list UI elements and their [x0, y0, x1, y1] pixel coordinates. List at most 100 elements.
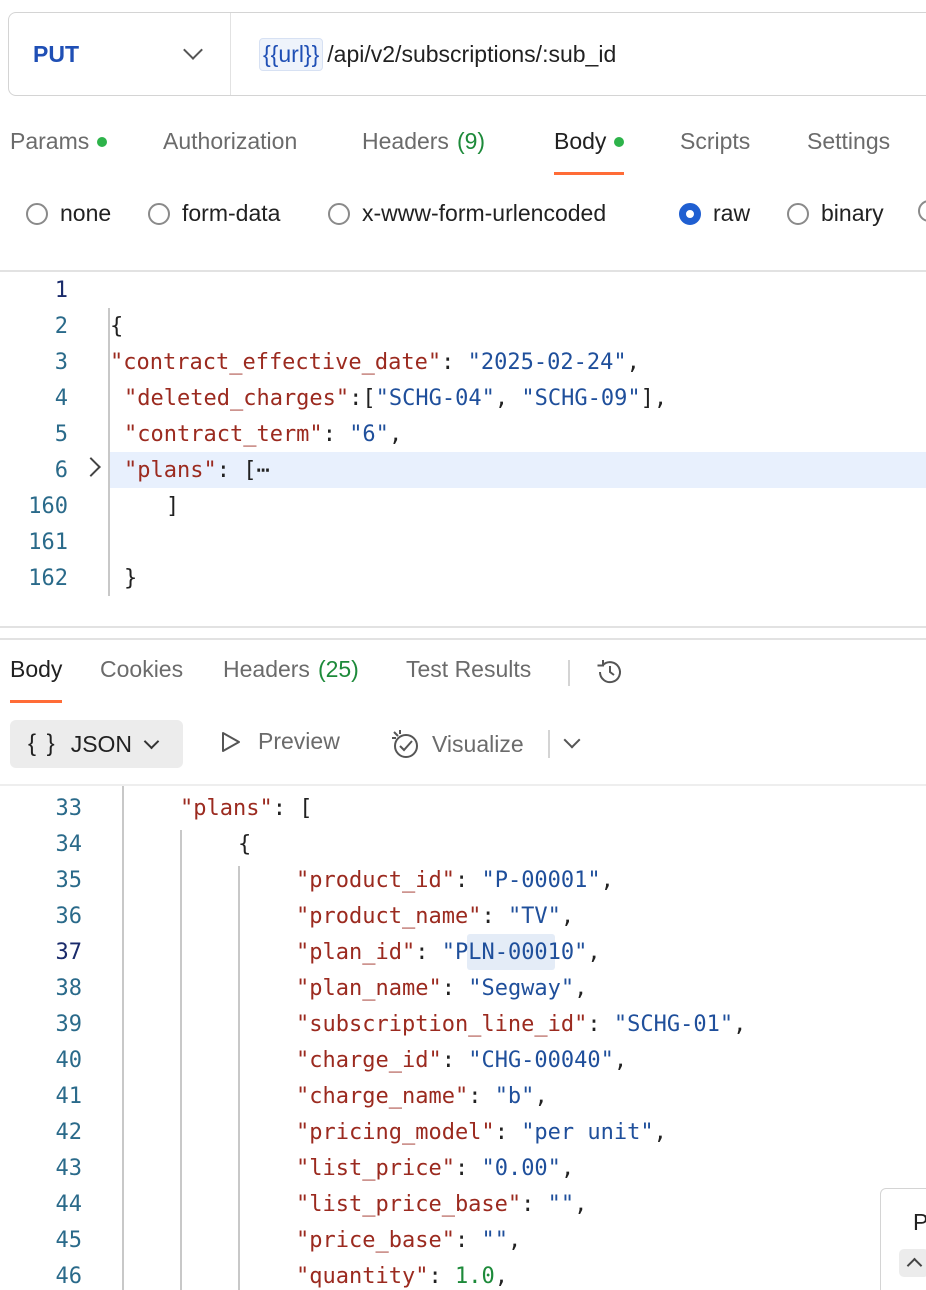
radio-none[interactable]: none — [26, 200, 111, 227]
code-line: "list_price": "0.00", — [296, 1156, 575, 1181]
radio-binary[interactable]: binary — [787, 200, 884, 227]
url-variable[interactable]: {{url}} — [259, 37, 324, 71]
code-line: "charge_id": "CHG-00040", — [296, 1048, 628, 1073]
line-number: 40 — [55, 1048, 83, 1073]
line-number: 34 — [55, 832, 83, 857]
format-label: JSON — [70, 730, 133, 757]
request-tabs: Params Authorization Headers (9) Body Scr… — [0, 120, 926, 176]
code-line: "contract_term": "6", — [124, 422, 403, 447]
radio-circle — [787, 202, 809, 225]
code-line: "contract_effective_date": "2025-02-24", — [110, 350, 640, 375]
status-dot — [614, 136, 625, 147]
code-line-folded: "plans": [⋯ — [124, 458, 270, 483]
radio-circle — [918, 200, 926, 222]
chevron-down-icon[interactable] — [563, 731, 581, 749]
response-tabs: Body Cookies Headers(25) Test Results — [0, 652, 926, 703]
url-input[interactable]: {{url}} /api/v2/subscriptions/:sub_id — [231, 37, 617, 71]
tab-label: Settings — [807, 128, 891, 154]
format-select[interactable]: { } JSON — [10, 720, 183, 768]
indent-guide — [238, 866, 240, 1290]
radio-label: form-data — [182, 200, 281, 226]
selection-highlight — [467, 934, 555, 970]
divider — [0, 270, 926, 272]
code-line: } — [124, 566, 138, 591]
line-number: 43 — [55, 1156, 83, 1181]
line-number: 3 — [54, 350, 68, 375]
code-line: "plans": [ — [180, 796, 313, 821]
code-line: "price_base": "", — [296, 1228, 522, 1253]
separator — [548, 730, 550, 758]
chevron-up-icon[interactable] — [899, 1249, 926, 1277]
radio-label: x-www-form-urlencoded — [362, 200, 607, 226]
divider — [0, 638, 926, 640]
tab-response-headers[interactable]: Headers(25) — [223, 656, 359, 683]
tab-label: Test Results — [406, 656, 532, 682]
line-number: 33 — [55, 796, 83, 821]
code-line: "product_id": "P-00001", — [296, 868, 614, 893]
line-number: 1 — [54, 278, 68, 303]
json-braces-icon: { } — [28, 730, 57, 757]
preview-button[interactable]: Preview — [220, 728, 340, 755]
line-number: 4 — [54, 386, 68, 411]
tab-label: Authorization — [163, 128, 298, 154]
line-number: 44 — [55, 1192, 83, 1217]
radio-raw[interactable]: raw — [679, 200, 750, 227]
floating-panel[interactable]: P — [880, 1188, 926, 1290]
visualize-icon — [392, 730, 418, 758]
tab-label: Scripts — [680, 128, 751, 154]
line-number: 42 — [55, 1120, 83, 1145]
visualize-button[interactable]: Visualize — [390, 728, 524, 760]
line-number: 6 — [54, 458, 68, 483]
tab-label: Params — [10, 128, 90, 154]
body-type-radios: none form-data x-www-form-urlencoded raw… — [0, 196, 926, 236]
line-number: 37 — [55, 940, 83, 965]
code-line: "charge_name": "b", — [296, 1084, 548, 1109]
tab-authorization[interactable]: Authorization — [163, 128, 297, 155]
play-icon — [222, 731, 240, 752]
radio-label: binary — [821, 200, 884, 226]
radio-circle — [328, 202, 350, 225]
status-dot — [97, 136, 108, 147]
tab-label: Cookies — [100, 656, 184, 682]
code-line: { — [110, 314, 124, 339]
tab-settings[interactable]: Settings — [807, 128, 890, 155]
tab-label: Headers — [223, 656, 310, 682]
tab-count: (9) — [456, 128, 486, 154]
line-number: 35 — [55, 868, 83, 893]
line-number: 161 — [28, 530, 68, 555]
tab-cookies[interactable]: Cookies — [100, 656, 183, 683]
method-label: PUT — [33, 40, 79, 67]
tab-headers[interactable]: Headers (9) — [362, 128, 485, 155]
fold-chevron-icon[interactable] — [81, 457, 101, 477]
chevron-down-icon — [183, 40, 203, 60]
line-number: 46 — [55, 1264, 83, 1289]
fold-ellipsis-icon: ⋯ — [256, 458, 270, 483]
code-line: "pricing_model": "per unit", — [296, 1120, 667, 1145]
tab-test-results[interactable]: Test Results — [406, 656, 531, 683]
tab-params[interactable]: Params — [10, 128, 108, 155]
tab-label: Headers — [362, 128, 449, 154]
url-path: /api/v2/subscriptions/:sub_id — [327, 40, 617, 67]
chevron-down-icon — [143, 733, 160, 749]
separator — [568, 660, 570, 686]
preview-label: Preview — [258, 728, 340, 754]
code-line: "list_price_base": "", — [296, 1192, 588, 1217]
code-line: "plan_name": "Segway", — [296, 976, 588, 1001]
radio-more[interactable] — [918, 200, 926, 222]
panel-label: P — [913, 1209, 926, 1235]
line-number: 160 — [28, 494, 68, 519]
radio-urlencoded[interactable]: x-www-form-urlencoded — [328, 200, 606, 227]
tab-body[interactable]: Body — [554, 128, 625, 175]
tab-scripts[interactable]: Scripts — [680, 128, 750, 155]
history-icon[interactable] — [594, 656, 626, 688]
radio-form-data[interactable]: form-data — [148, 200, 280, 227]
tab-response-body[interactable]: Body — [10, 656, 63, 703]
line-number: 162 — [28, 566, 68, 591]
line-number: 45 — [55, 1228, 83, 1253]
radio-circle-selected — [679, 202, 701, 225]
method-select[interactable]: PUT — [9, 13, 231, 95]
request-url-bar: PUT {{url}} /api/v2/subscriptions/:sub_i… — [8, 12, 926, 96]
divider — [0, 626, 926, 628]
code-line: "plan_id": "PLN-00010", — [296, 940, 601, 965]
indent-guide — [180, 830, 182, 1290]
